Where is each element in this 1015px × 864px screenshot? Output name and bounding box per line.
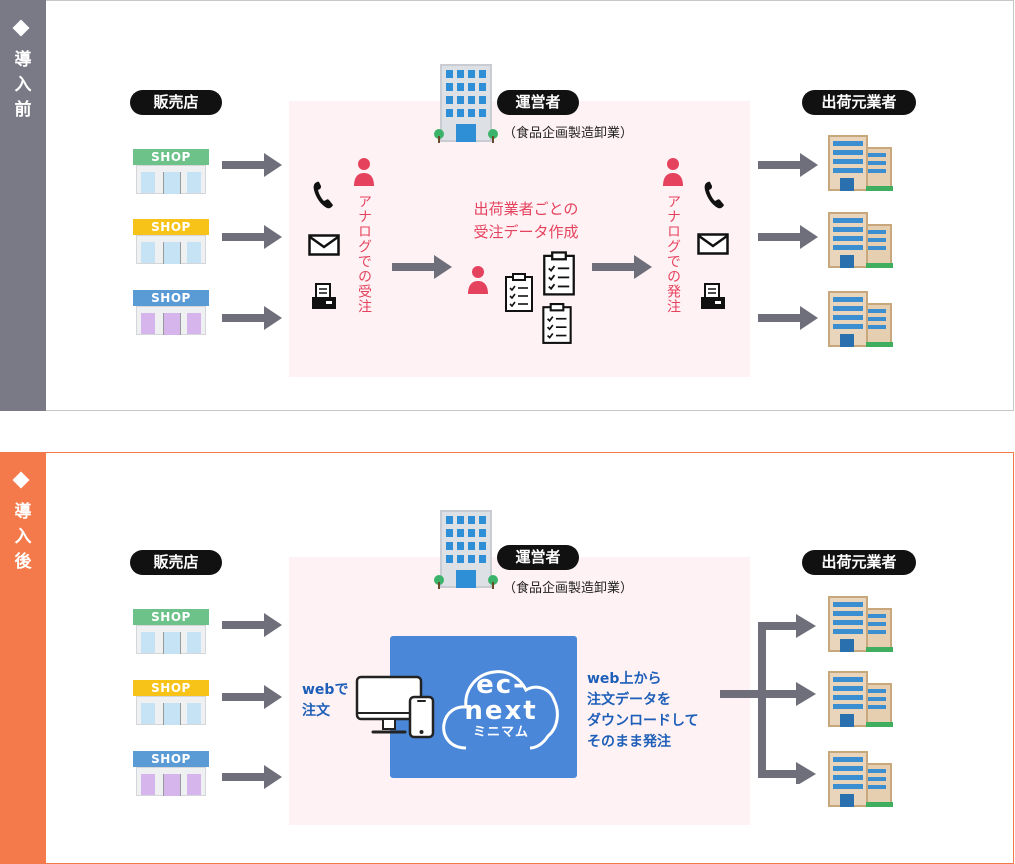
operator-label: 運営者 bbox=[497, 90, 579, 115]
retailers-label: 販売店 bbox=[130, 550, 222, 575]
arrow-right-icon bbox=[222, 685, 282, 709]
operator-area bbox=[289, 101, 750, 377]
checklist-icon bbox=[541, 303, 573, 349]
shop-icon: SHOP bbox=[133, 149, 209, 195]
person-icon bbox=[467, 265, 489, 299]
phone-icon bbox=[703, 180, 725, 214]
supplier-building-icon bbox=[826, 133, 894, 191]
analog-send-text: アナログでの発注 bbox=[665, 194, 681, 314]
download-text: web上から 注文データを ダウンロードして そのまま発注 bbox=[587, 671, 699, 750]
fax-icon bbox=[699, 282, 727, 316]
shop-sign: SHOP bbox=[133, 680, 209, 696]
shop-sign: SHOP bbox=[133, 149, 209, 165]
arrow-right-icon bbox=[758, 153, 818, 177]
after-side-tab: 導 入 後 bbox=[0, 452, 46, 864]
shop-icon: SHOP bbox=[133, 219, 209, 265]
ec-next-logo: ec- next ミニマム bbox=[464, 670, 538, 740]
shop-icon: SHOP bbox=[133, 751, 209, 797]
shop-sign: SHOP bbox=[133, 609, 209, 625]
phone-icon bbox=[312, 180, 334, 214]
shop-sign: SHOP bbox=[133, 290, 209, 306]
operator-label: 運営者 bbox=[497, 545, 579, 570]
arrow-right-icon bbox=[592, 255, 652, 279]
arrow-right-icon bbox=[758, 225, 818, 249]
shop-sign: SHOP bbox=[133, 751, 209, 767]
cloud-logo-icon bbox=[440, 650, 562, 764]
person-icon bbox=[353, 157, 375, 191]
office-building-icon bbox=[434, 62, 498, 144]
diamond-icon bbox=[12, 19, 30, 37]
checklist-icon bbox=[542, 251, 576, 301]
operator-sub-label: （食品企画製造卸業） bbox=[503, 126, 634, 141]
branch-arrow-icon bbox=[718, 612, 818, 788]
retailers-label: 販売店 bbox=[130, 90, 222, 115]
shop-icon: SHOP bbox=[133, 290, 209, 336]
mail-icon bbox=[697, 233, 729, 259]
supplier-building-icon bbox=[826, 289, 894, 347]
after-side-label: 導 入 後 bbox=[14, 502, 32, 572]
checklist-icon bbox=[504, 273, 534, 317]
person-icon bbox=[662, 157, 684, 191]
shop-sign: SHOP bbox=[133, 219, 209, 235]
suppliers-label: 出荷元業者 bbox=[802, 550, 916, 575]
arrow-right-icon bbox=[222, 225, 282, 249]
supplier-building-icon bbox=[826, 669, 894, 727]
operator-sub-label: （食品企画製造卸業） bbox=[503, 581, 634, 596]
smartphone-icon bbox=[408, 695, 435, 743]
shop-icon: SHOP bbox=[133, 609, 209, 655]
shop-icon: SHOP bbox=[133, 680, 209, 726]
before-side-tab: 導 入 前 bbox=[0, 0, 46, 411]
web-order-text: webで 注文 bbox=[302, 682, 349, 719]
suppliers-label: 出荷元業者 bbox=[802, 90, 916, 115]
supplier-building-icon bbox=[826, 210, 894, 268]
diamond-icon bbox=[12, 471, 30, 489]
arrow-right-icon bbox=[222, 306, 282, 330]
mail-icon bbox=[308, 234, 340, 260]
supplier-building-icon bbox=[826, 749, 894, 807]
before-side-label: 導 入 前 bbox=[14, 50, 32, 120]
arrow-right-icon bbox=[222, 765, 282, 789]
fax-icon bbox=[310, 282, 338, 316]
analog-receive-text: アナログでの受注 bbox=[356, 194, 372, 314]
arrow-right-icon bbox=[758, 306, 818, 330]
process-text: 出荷業者ごとの 受注データ作成 bbox=[473, 200, 579, 241]
arrow-right-icon bbox=[222, 153, 282, 177]
supplier-building-icon bbox=[826, 594, 894, 652]
arrow-right-icon bbox=[222, 613, 282, 637]
arrow-right-icon bbox=[392, 255, 452, 279]
office-building-icon bbox=[434, 508, 498, 590]
